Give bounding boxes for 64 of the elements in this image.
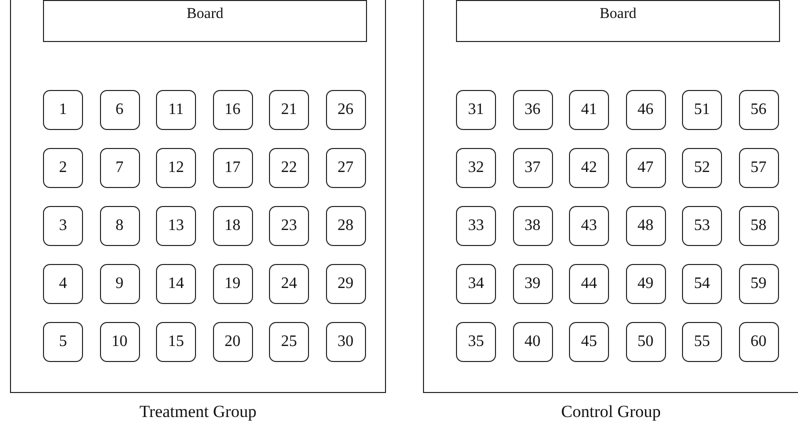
seat-box: 24 bbox=[269, 264, 309, 304]
seat-box: 42 bbox=[569, 148, 609, 188]
seat-box: 15 bbox=[156, 322, 196, 362]
seat-box: 9 bbox=[100, 264, 140, 304]
seat-box: 11 bbox=[156, 90, 196, 130]
board: Board bbox=[456, 0, 780, 42]
seat-box: 40 bbox=[512, 322, 552, 362]
seat-box: 29 bbox=[326, 264, 366, 304]
seat-box: 53 bbox=[682, 206, 722, 246]
seat-box: 43 bbox=[569, 206, 609, 246]
seat-box: 14 bbox=[156, 264, 196, 304]
group-caption: Control Group bbox=[560, 402, 662, 422]
seat-box: 34 bbox=[456, 264, 496, 304]
seat-box: 54 bbox=[682, 264, 722, 304]
seat-box: 44 bbox=[569, 264, 609, 304]
seat-box: 55 bbox=[682, 322, 722, 362]
seat-box: 28 bbox=[326, 206, 366, 246]
seat-box: 57 bbox=[738, 148, 778, 188]
seat-box: 2 bbox=[43, 148, 83, 188]
seat-box: 22 bbox=[269, 148, 309, 188]
seat-box: 46 bbox=[626, 90, 666, 130]
seat-box: 3 bbox=[43, 206, 83, 246]
seat-box: 37 bbox=[512, 148, 552, 188]
seat-box: 38 bbox=[512, 206, 552, 246]
seat-box: 60 bbox=[738, 322, 778, 362]
seat-box: 45 bbox=[569, 322, 609, 362]
seat-box: 21 bbox=[269, 90, 309, 130]
group-caption: Treatment Group bbox=[138, 402, 258, 422]
seat-box: 35 bbox=[456, 322, 496, 362]
seat-box: 16 bbox=[212, 90, 252, 130]
seat-box: 10 bbox=[100, 322, 140, 362]
seat-box: 1 bbox=[43, 90, 83, 130]
seat-box: 5 bbox=[43, 322, 83, 362]
seat-box: 49 bbox=[626, 264, 666, 304]
seat-box: 7 bbox=[100, 148, 140, 188]
seat-box: 33 bbox=[456, 206, 496, 246]
seat-box: 56 bbox=[738, 90, 778, 130]
seat-box: 50 bbox=[626, 322, 666, 362]
seat-box: 13 bbox=[156, 206, 196, 246]
seat-box: 59 bbox=[738, 264, 778, 304]
seat-box: 41 bbox=[569, 90, 609, 130]
board: Board bbox=[43, 0, 367, 42]
seat-box: 39 bbox=[512, 264, 552, 304]
seat-box: 12 bbox=[156, 148, 196, 188]
seat-box: 19 bbox=[212, 264, 252, 304]
seat-box: 6 bbox=[100, 90, 140, 130]
seat-box: 32 bbox=[456, 148, 496, 188]
seat-box: 20 bbox=[212, 322, 252, 362]
seat-box: 27 bbox=[326, 148, 366, 188]
seat-box: 51 bbox=[682, 90, 722, 130]
seat-box: 17 bbox=[212, 148, 252, 188]
seat-box: 25 bbox=[269, 322, 309, 362]
seat-box: 52 bbox=[682, 148, 722, 188]
seat-box: 31 bbox=[456, 90, 496, 130]
seat-box: 47 bbox=[626, 148, 666, 188]
seat-box: 18 bbox=[212, 206, 252, 246]
seat-box: 48 bbox=[626, 206, 666, 246]
seat-box: 8 bbox=[100, 206, 140, 246]
seat-box: 26 bbox=[326, 90, 366, 130]
seat-box: 58 bbox=[738, 206, 778, 246]
seat-box: 23 bbox=[269, 206, 309, 246]
seat-box: 36 bbox=[512, 90, 552, 130]
seat-box: 4 bbox=[43, 264, 83, 304]
seat-box: 30 bbox=[326, 322, 366, 362]
